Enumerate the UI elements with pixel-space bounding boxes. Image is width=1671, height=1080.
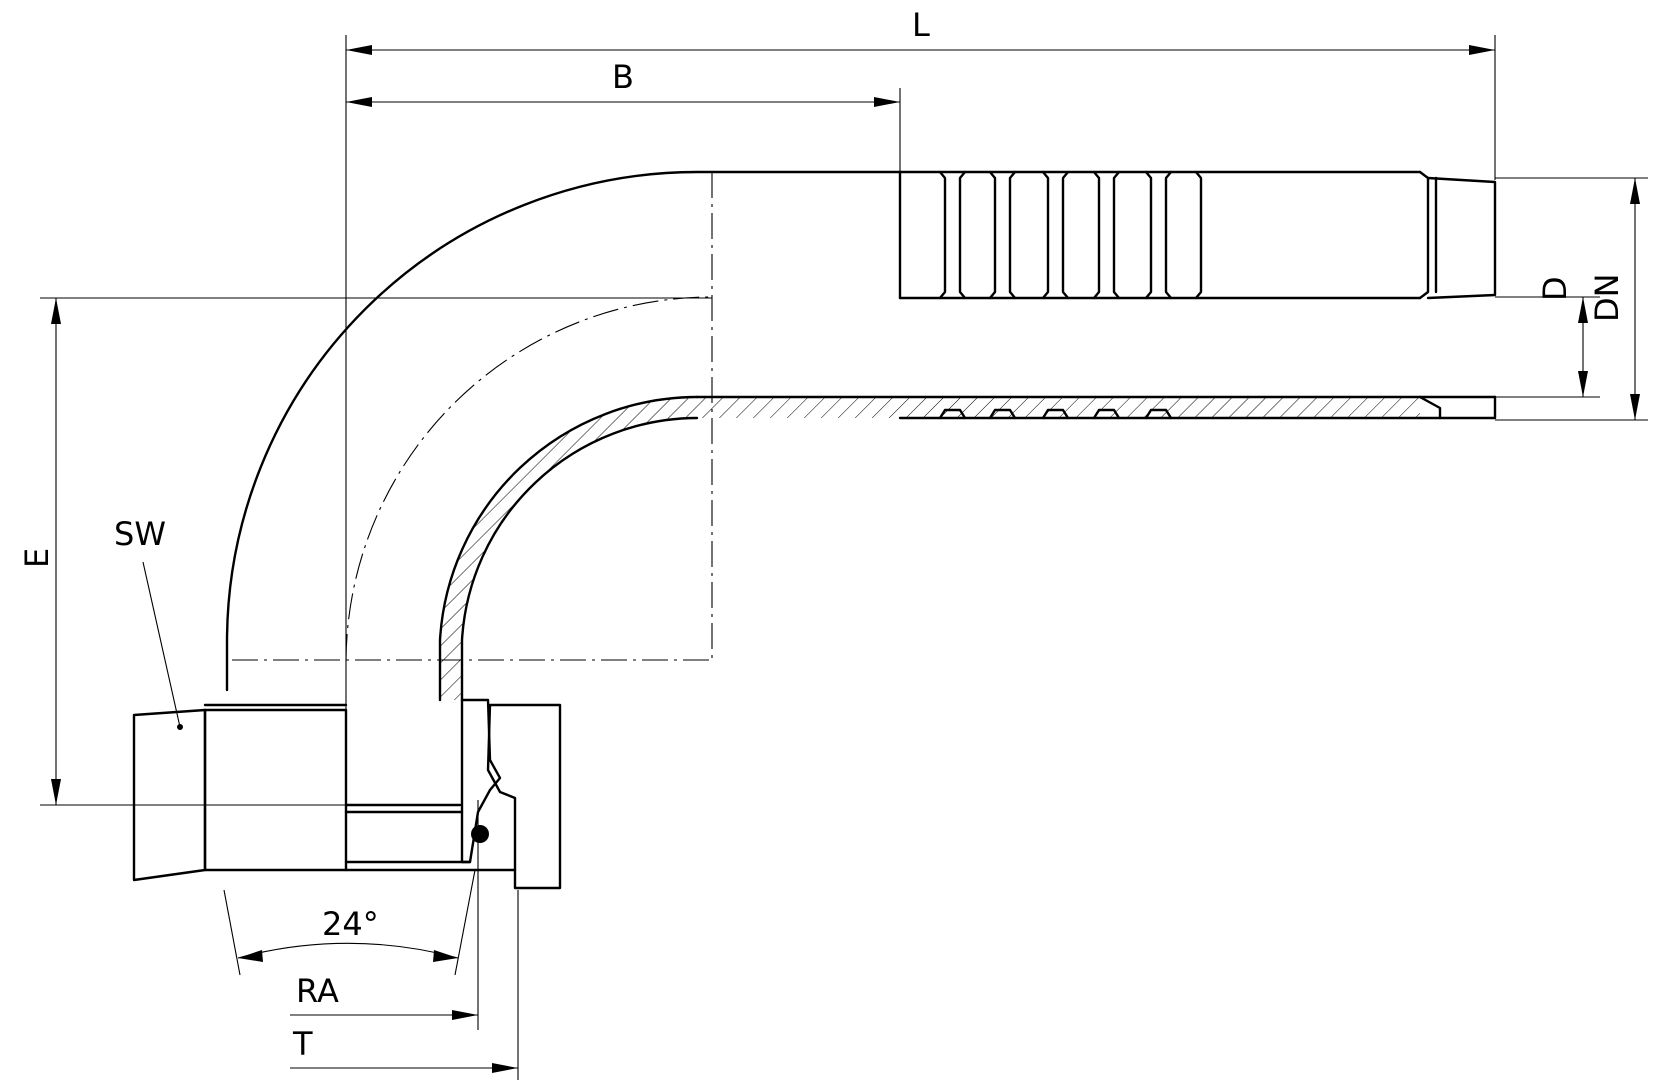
- seal-ring: [460, 698, 502, 864]
- label-T: T: [292, 1025, 313, 1063]
- dimension-L: [345, 35, 1496, 848]
- label-B: B: [612, 58, 634, 96]
- o-ring: [471, 825, 489, 843]
- label-E: E: [18, 548, 56, 568]
- dimension-T: [290, 890, 519, 1080]
- label-SW: SW: [114, 515, 166, 553]
- dimension-D: [1495, 296, 1600, 398]
- label-L: L: [912, 6, 930, 44]
- fitting-body-outline: [225, 170, 1497, 702]
- sw-leader: [142, 561, 181, 728]
- dimension-B: [346, 88, 901, 178]
- label-RA: RA: [296, 972, 339, 1010]
- dimension-DN: [1495, 177, 1648, 421]
- nut-section: [486, 703, 562, 890]
- angle-dimension: [223, 869, 476, 976]
- center-lines: [232, 172, 713, 661]
- label-angle: 24°: [322, 905, 379, 943]
- label-DN: DN: [1588, 273, 1626, 322]
- hose-tail: [898, 170, 1497, 420]
- wall-hatch: [440, 397, 1420, 700]
- dimension-RA: [290, 800, 479, 1030]
- hex-nut: [132, 703, 517, 882]
- label-D: D: [1536, 276, 1574, 301]
